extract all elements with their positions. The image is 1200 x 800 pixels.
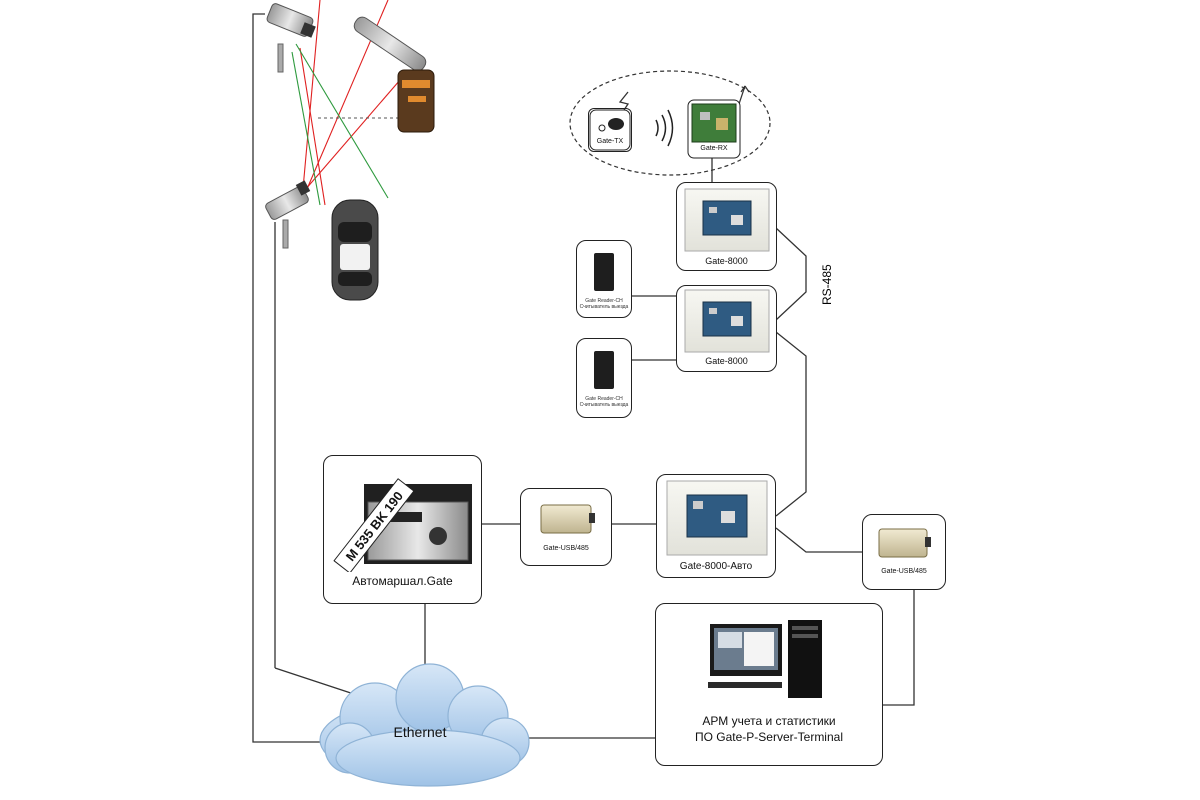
controller-board-icon [684,188,770,252]
gate-8000-mid-label: Gate-8000 [705,356,748,366]
gate-rx-receiver-icon [687,99,741,159]
gate-tx-label: Gate-TX [596,138,624,145]
laser-beams [291,0,401,206]
connection-lines [252,13,915,743]
usb-converter-icon [878,528,931,558]
rs485-bus-top [775,227,807,321]
boom-barrier-icon [353,16,435,133]
recognition-server-icon: M 535 BK 190 [333,478,472,572]
card-reader-1-box [576,240,632,318]
gate-8000-top-label: Gate-8000 [705,256,748,266]
cctv-camera-bottom-icon [265,180,311,249]
arm-workstation-box [655,603,883,766]
gate-tx-remote-box [588,108,632,152]
key-fob-remote-icon [589,109,631,151]
gate-usb-right-label: Gate-USB/485 [881,568,927,575]
card-reader-icon [594,253,614,291]
card-reader-1-caption: Gate Reader-CH Считыватель выезда [579,298,629,310]
network-cloud-icon [319,663,530,787]
ethernet-line-left [252,13,345,743]
ethernet-label: Ethernet [393,724,447,740]
controller-to-usb-right-line [775,527,862,553]
wireless-group-outline [569,70,771,176]
card-reader-icon [594,351,614,389]
gate-usb-left-box [520,488,612,566]
radio-waves-icon [655,109,674,147]
cctv-camera-top-icon [266,3,316,73]
antenna-icon [738,85,750,105]
gate-rx-label: Gate-RX [700,145,728,152]
car-icon [331,199,379,301]
rs485-label: RS-485 [820,264,834,305]
card-reader-2-box [576,338,632,418]
gate-8000-top-box [676,182,777,271]
avtomarshal-label: Автомаршал.Gate [352,574,453,588]
avtomarshal-box: M 535 BK 190 [323,455,482,604]
card-reader-2-caption: Gate Reader-CH Считыватель выезда [579,396,629,408]
controller-board-icon [684,289,770,353]
computer-workstation-icon [708,620,822,698]
gate-8000-mid-box [676,285,777,372]
gate-usb-right-box [862,514,946,590]
usb-right-to-arm-line [883,590,915,706]
rs485-bus-mid [775,331,807,517]
arm-label-line2: ПО Gate-P-Server-Terminal [695,730,843,744]
usb-converter-icon [540,504,595,534]
gate-8000-auto-label: Gate-8000-Авто [679,561,753,572]
gate-usb-left-label: Gate-USB/485 [543,545,589,552]
gate-8000-auto-box [656,474,776,578]
controller-board-icon [666,480,768,556]
arm-label-line1: АРМ учета и статистики [702,714,836,728]
